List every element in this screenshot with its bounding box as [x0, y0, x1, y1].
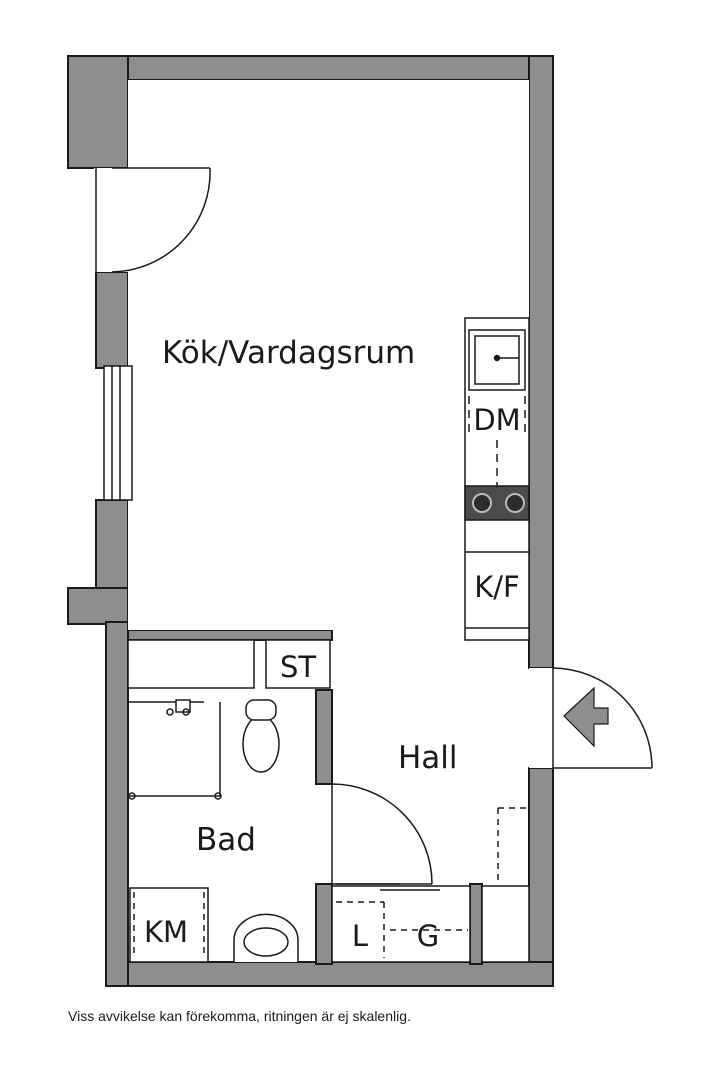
wall-bath-right-lower: [315, 883, 333, 965]
bathroom: [128, 699, 433, 963]
closets: [331, 883, 530, 963]
wall-left-lower: [95, 499, 129, 591]
fixture-label-washing-machine: KM: [144, 915, 188, 949]
fixture-label-fridge-freezer: K/F: [474, 570, 519, 604]
room-label-bath: Bad: [196, 822, 256, 858]
wall-left-upper: [67, 55, 129, 169]
fixture-label-storage: ST: [280, 650, 316, 684]
toilet-icon: [242, 715, 280, 773]
door-balcony: [94, 167, 211, 273]
wall-left-mid: [95, 271, 129, 369]
disclaimer-text: Viss avvikelse kan förekomma, ritningen …: [68, 1008, 411, 1024]
wall-closet-divider: [469, 883, 483, 965]
wall-left-bottom: [105, 621, 129, 987]
window-left: [103, 365, 133, 501]
wall-top: [67, 55, 554, 81]
fixture-label-linen-closet: L: [352, 919, 368, 953]
wall-bath-top: [127, 629, 333, 641]
washbasin-icon: [233, 913, 299, 962]
room-label-living: Kök/Vardagsrum: [162, 335, 415, 371]
wall-right-upper: [528, 55, 554, 669]
room-label-hall: Hall: [398, 740, 458, 776]
storage-boxes: [127, 639, 331, 689]
wall-bath-right: [315, 689, 333, 785]
wall-bottom: [105, 961, 554, 987]
wall-left-pier: [67, 587, 129, 625]
fixture-label-dishwasher: DM: [473, 403, 520, 437]
washing-machine-box: [129, 887, 209, 963]
wall-right-lower: [528, 767, 554, 987]
kitchen-counter: [464, 317, 530, 641]
entrance-arrow-icon: [563, 686, 609, 748]
fixture-label-wardrobe: G: [417, 919, 439, 953]
door-entrance: [529, 667, 653, 769]
